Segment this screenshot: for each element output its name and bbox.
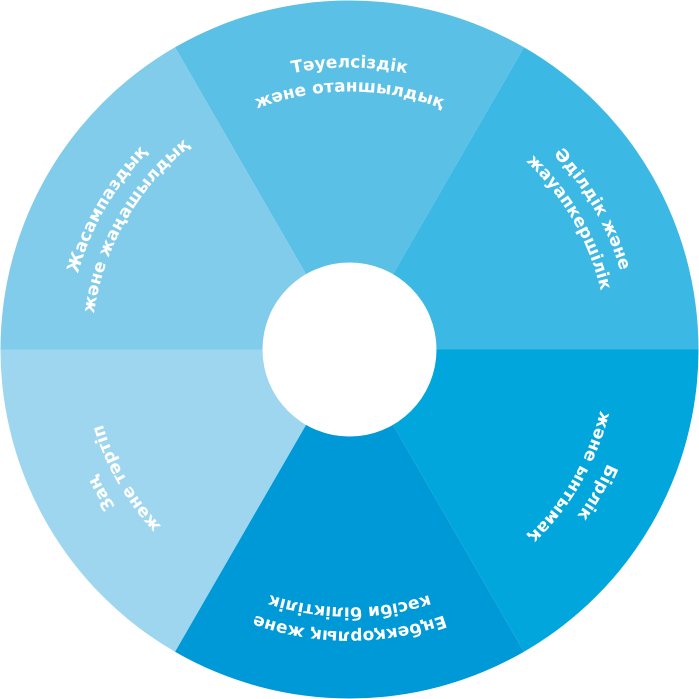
center-hole bbox=[262, 262, 437, 437]
segment-creativity bbox=[0, 47, 350, 350]
segment-diligence bbox=[175, 349, 524, 699]
segment-unity bbox=[349, 349, 699, 652]
segment-independence bbox=[175, 0, 524, 350]
segment-law bbox=[0, 349, 350, 652]
segment-justice bbox=[349, 47, 699, 350]
